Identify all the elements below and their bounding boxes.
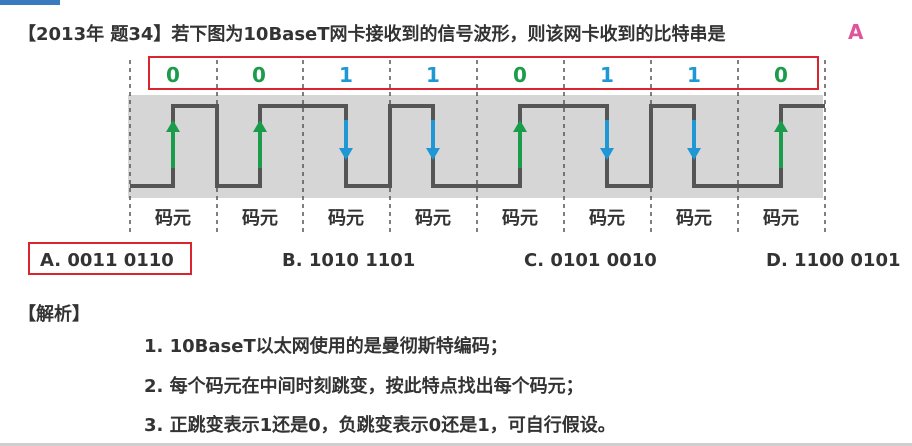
option-a[interactable]: A. 0011 0110 <box>40 250 174 271</box>
bit-6: 1 <box>687 63 701 87</box>
bit-4: 0 <box>513 63 527 87</box>
title-accent-bar <box>0 0 60 5</box>
code-element-label: 码元 <box>502 208 538 229</box>
code-element-label: 码元 <box>415 208 451 229</box>
bit-0: 0 <box>166 63 180 87</box>
bit-string-highlight-box <box>148 56 819 90</box>
question-text: 【2013年 题34】若下图为10BaseT网卡接收到的信号波形，则该网卡收到的… <box>18 24 726 45</box>
up-arrow <box>166 120 180 168</box>
bit-5: 1 <box>600 63 614 87</box>
analysis-step-3: 3. 正跳变表示1还是0，负跳变表示0还是1，可自行假设。 <box>144 415 616 436</box>
bit-2: 1 <box>339 63 353 87</box>
code-element-label: 码元 <box>328 208 364 229</box>
option-c[interactable]: C. 0101 0010 <box>524 250 657 271</box>
analysis-heading: 【解析】 <box>18 304 90 325</box>
code-element-label: 码元 <box>242 208 278 229</box>
down-arrow <box>600 120 614 160</box>
option-d[interactable]: D. 1100 0101 <box>766 250 901 271</box>
bit-7: 0 <box>774 63 788 87</box>
transition-arrows <box>166 120 788 168</box>
bottom-divider <box>0 443 912 446</box>
bit-1: 0 <box>252 63 266 87</box>
code-element-label: 码元 <box>763 208 799 229</box>
selected-option-box <box>28 242 192 275</box>
code-element-label: 码元 <box>589 208 625 229</box>
code-element-label: 码元 <box>676 208 712 229</box>
code-element-label: 码元 <box>155 208 191 229</box>
up-arrow <box>774 120 788 168</box>
down-arrow <box>687 120 701 160</box>
signal-band <box>128 95 823 198</box>
option-b[interactable]: B. 1010 1101 <box>282 250 416 271</box>
bit-3: 1 <box>426 63 440 87</box>
down-arrow <box>426 120 440 160</box>
up-arrow <box>253 120 267 168</box>
down-arrow <box>339 120 353 160</box>
answer-marker: A <box>848 20 864 44</box>
up-arrow <box>513 120 527 168</box>
analysis-step-1: 1. 10BaseT以太网使用的是曼彻斯特编码； <box>144 336 508 357</box>
analysis-step-2: 2. 每个码元在中间时刻跳变，按此特点找出每个码元； <box>144 376 584 397</box>
